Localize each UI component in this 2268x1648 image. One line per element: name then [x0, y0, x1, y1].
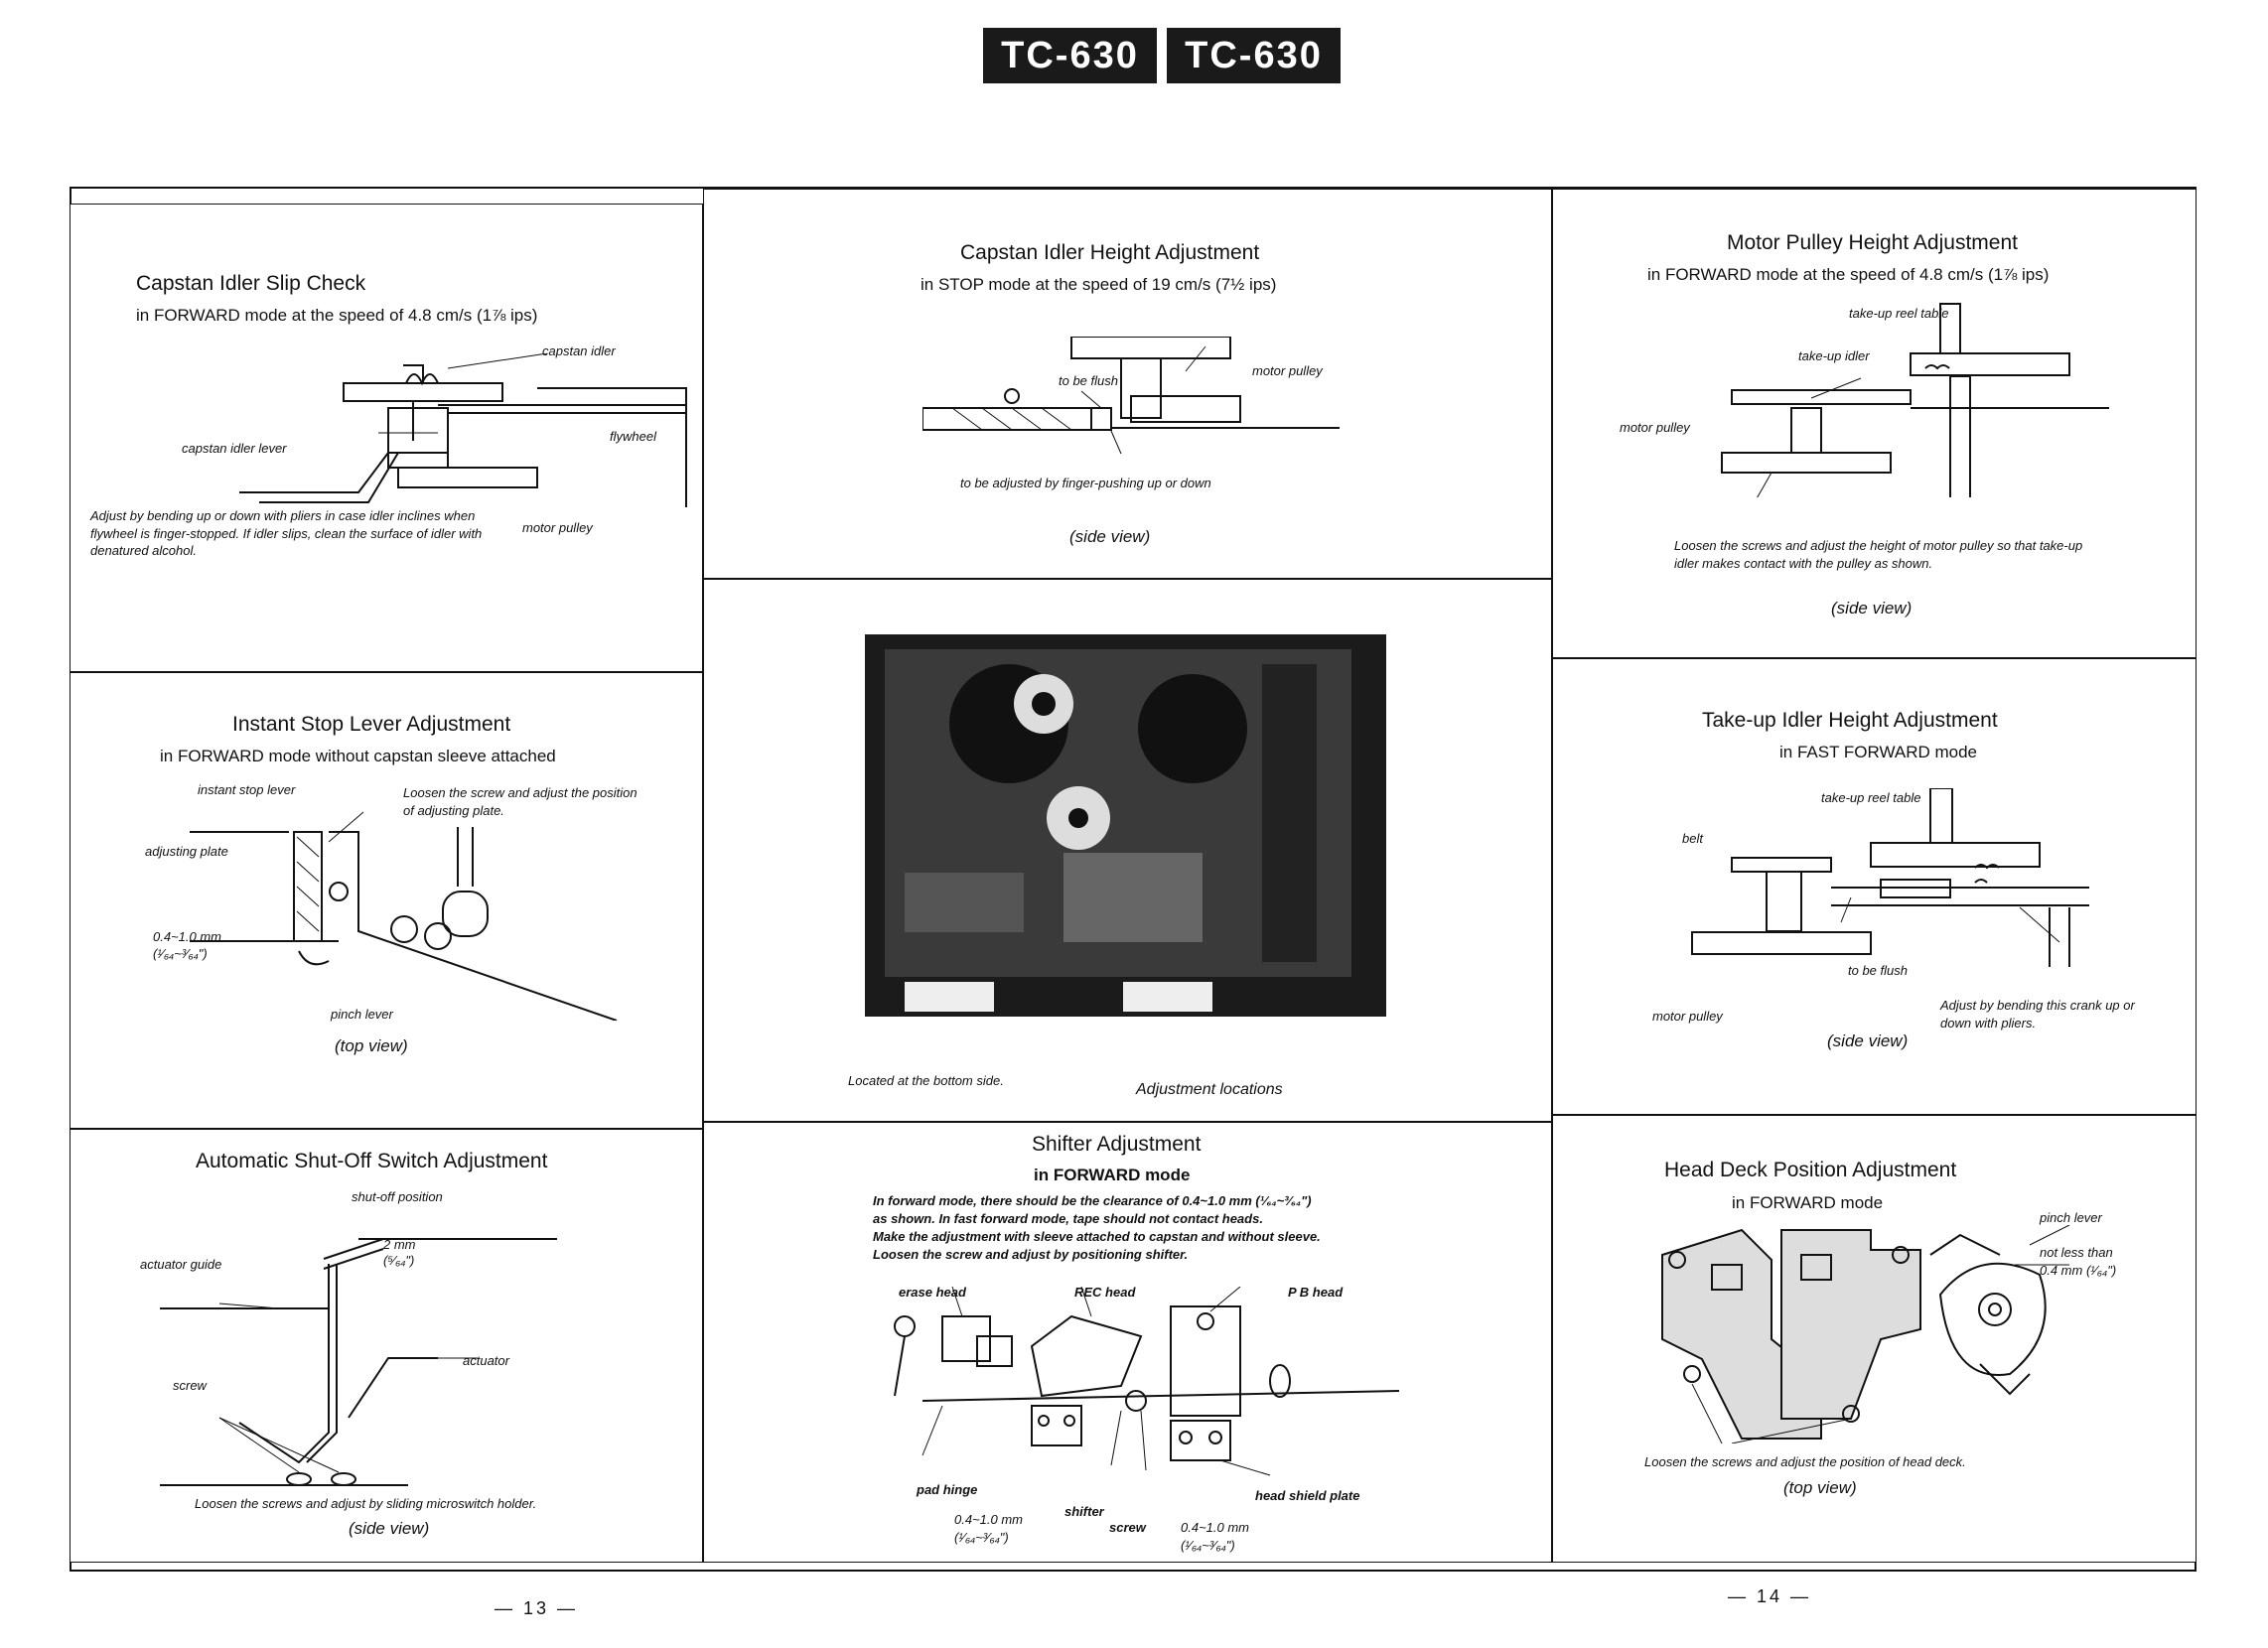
label-pinch-lever: pinch lever — [331, 1007, 393, 1022]
shifter-diagram — [894, 1287, 1399, 1476]
panel-title: Take-up Idler Height Adjustment — [1702, 709, 1998, 732]
capstan-slip-diagram — [239, 353, 687, 507]
panel-head-deck-position: Head Deck Position Adjustment in FORWARD… — [1552, 1115, 2197, 1563]
label-rec-head: REC head — [1074, 1285, 1136, 1300]
page-number-right: — 14 — — [1728, 1586, 1812, 1606]
panel-capstan-idler-slip-check: Capstan Idler Slip Check in FORWARD mode… — [70, 204, 703, 672]
panel-automatic-shut-off: Automatic Shut-Off Switch Adjustment shu… — [70, 1129, 703, 1563]
view-caption: (side view) — [1069, 527, 1151, 546]
panel-title: Head Deck Position Adjustment — [1664, 1159, 1957, 1181]
panel-note: Loosen the screws and adjust the height … — [1674, 538, 2083, 571]
panel-note-line-1: In forward mode, there should be the cle… — [873, 1193, 1312, 1208]
panel-subtitle: in FORWARD mode — [1732, 1193, 1884, 1212]
panel-adjustment-locations: Located at the bottom side. Adjustment l… — [703, 579, 1552, 1122]
view-caption: (top view) — [1783, 1478, 1857, 1497]
mechanism-photo — [865, 634, 1386, 1017]
header-badges: TC-630 TC-630 — [983, 28, 1341, 83]
panel-note: Loosen the screw and adjust the position… — [403, 785, 638, 818]
label-screw: screw — [1109, 1520, 1146, 1535]
label-to-be-flush: to be flush — [1059, 373, 1118, 388]
label-motor-pulley: motor pulley — [1252, 363, 1323, 378]
label-adjusting-plate: adjusting plate — [145, 844, 228, 859]
panel-note-line-4: Loosen the screw and adjust by positioni… — [873, 1247, 1189, 1262]
auto-shut-off-diagram — [160, 1238, 557, 1486]
panel-note: Loosen the screws and adjust by sliding … — [195, 1496, 537, 1511]
label-finger-pushing: to be adjusted by finger-pushing up or d… — [960, 476, 1211, 490]
panel-shifter-adjustment: Shifter Adjustment in FORWARD mode In fo… — [703, 1122, 1552, 1563]
panel-subtitle: in FORWARD mode at the speed of 4.8 cm/s… — [1647, 265, 2050, 284]
page-number-left: — 13 — — [495, 1598, 579, 1618]
label-take-up-reel-table: take-up reel table — [1849, 306, 1949, 321]
label-pinch-lever: pinch lever — [2040, 1210, 2102, 1225]
model-badge-right: TC-630 — [1167, 28, 1341, 83]
label-clearance: 0.4~1.0 mm — [153, 929, 222, 944]
panel-note: Adjust by bending this crank up or down … — [1940, 998, 2135, 1030]
label-located-bottom: Located at the bottom side. — [848, 1073, 1004, 1088]
label-shifter: shifter — [1064, 1504, 1104, 1519]
panel-subtitle: in FORWARD mode — [1034, 1166, 1191, 1184]
panel-title: Instant Stop Lever Adjustment — [232, 713, 511, 736]
panel-title: Capstan Idler Height Adjustment — [960, 241, 1260, 264]
label-head-shield-plate: head shield plate — [1255, 1488, 1360, 1503]
label-clearance-inch: (¹⁄₆₄~³⁄₆₄") — [153, 946, 208, 961]
motor-pulley-diagram — [1721, 303, 2109, 497]
panel-take-up-idler-height: Take-up Idler Height Adjustment in FAST … — [1552, 658, 2197, 1115]
label-clearance-right: 0.4~1.0 mm — [1181, 1520, 1250, 1535]
view-caption: (side view) — [349, 1519, 430, 1538]
head-deck-diagram — [1661, 1225, 2070, 1443]
take-up-idler-diagram — [1691, 788, 2089, 967]
label-take-up-idler: take-up idler — [1798, 348, 1870, 363]
label-actuator: actuator — [463, 1353, 509, 1368]
label-motor-pulley: motor pulley — [1620, 420, 1690, 435]
panel-subtitle: in FAST FORWARD mode — [1779, 743, 1978, 761]
panel-note: Adjust by bending up or down with pliers… — [90, 508, 483, 559]
view-caption: (side view) — [1827, 1031, 1909, 1050]
panel-subtitle: in FORWARD mode at the speed of 4.8 cm/s… — [136, 306, 538, 325]
label-shut-off-position: shut-off position — [352, 1189, 443, 1204]
panel-note-line-2: as shown. In fast forward mode, tape sho… — [873, 1211, 1263, 1226]
capstan-height-diagram — [922, 337, 1340, 455]
panel-title: Automatic Shut-Off Switch Adjustment — [196, 1150, 548, 1172]
panel-note: Loosen the screws and adjust the positio… — [1644, 1454, 1966, 1469]
label-clearance: 0.4 mm (¹⁄₆₄") — [2040, 1263, 2117, 1278]
panel-title: Shifter Adjustment — [1032, 1133, 1202, 1156]
label-flywheel: flywheel — [610, 429, 656, 444]
label-pad-hinge: pad hinge — [917, 1482, 978, 1497]
instant-stop-diagram — [190, 811, 618, 1021]
label-belt: belt — [1682, 831, 1703, 846]
photo-detail — [885, 649, 1351, 1012]
label-motor-pulley: motor pulley — [1652, 1009, 1723, 1024]
label-2mm: 2 mm — [383, 1237, 416, 1252]
label-take-up-reel-table: take-up reel table — [1821, 790, 1921, 805]
panel-title: Motor Pulley Height Adjustment — [1727, 231, 2018, 254]
model-badge-left: TC-630 — [983, 28, 1157, 83]
panel-capstan-idler-height: Capstan Idler Height Adjustment in STOP … — [703, 189, 1552, 579]
label-erase-head: erase head — [899, 1285, 966, 1300]
label-2mm-inch: (⁵⁄₆₄") — [383, 1253, 415, 1268]
panel-title: Capstan Idler Slip Check — [136, 272, 366, 295]
label-to-be-flush: to be flush — [1848, 963, 1908, 978]
label-adjustment-locations: Adjustment locations — [1136, 1081, 1283, 1098]
view-caption: (side view) — [1831, 599, 1913, 618]
panel-subtitle: in STOP mode at the speed of 19 cm/s (7½… — [921, 275, 1277, 294]
panel-subtitle: in FORWARD mode without capstan sleeve a… — [160, 747, 556, 765]
label-not-less-than: not less than — [2040, 1245, 2113, 1260]
label-clearance-left: 0.4~1.0 mm — [954, 1512, 1024, 1527]
label-pb-head: P B head — [1288, 1285, 1344, 1300]
panel-instant-stop-lever: Instant Stop Lever Adjustment in FORWARD… — [70, 672, 703, 1129]
label-clearance-left-inch: (¹⁄₆₄~³⁄₆₄") — [954, 1530, 1009, 1545]
label-instant-stop-lever: instant stop lever — [198, 782, 296, 797]
label-screw: screw — [173, 1378, 207, 1393]
label-motor-pulley: motor pulley — [522, 520, 593, 535]
label-clearance-right-inch: (¹⁄₆₄~³⁄₆₄") — [1181, 1538, 1235, 1553]
label-capstan-idler: capstan idler — [542, 343, 616, 358]
label-capstan-idler-lever: capstan idler lever — [182, 441, 287, 456]
label-actuator-guide: actuator guide — [140, 1257, 222, 1272]
panel-motor-pulley-height: Motor Pulley Height Adjustment in FORWAR… — [1552, 189, 2197, 658]
panel-note-line-3: Make the adjustment with sleeve attached… — [873, 1229, 1321, 1244]
view-caption: (top view) — [335, 1036, 408, 1055]
